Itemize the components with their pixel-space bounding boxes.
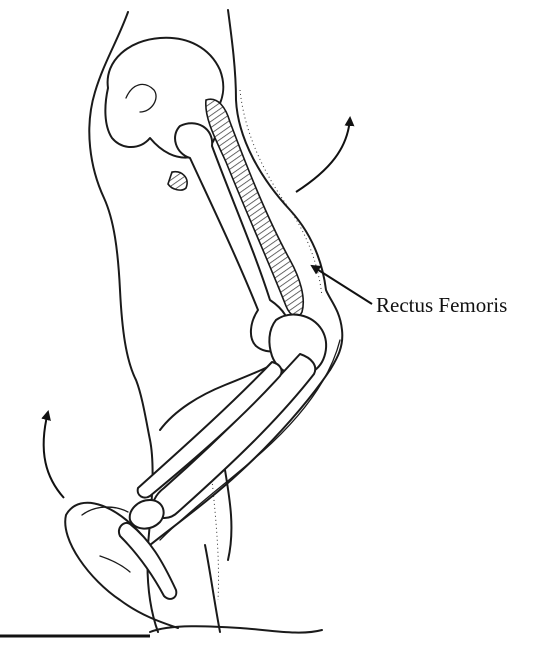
foot-motion-arrow (44, 412, 64, 498)
lower-leg-bones (138, 354, 316, 518)
hip-motion-arrow (296, 118, 350, 192)
rectus-femoris-callout: Rectus Femoris (312, 266, 507, 317)
rectus-femoris-label: Rectus Femoris (376, 293, 507, 317)
